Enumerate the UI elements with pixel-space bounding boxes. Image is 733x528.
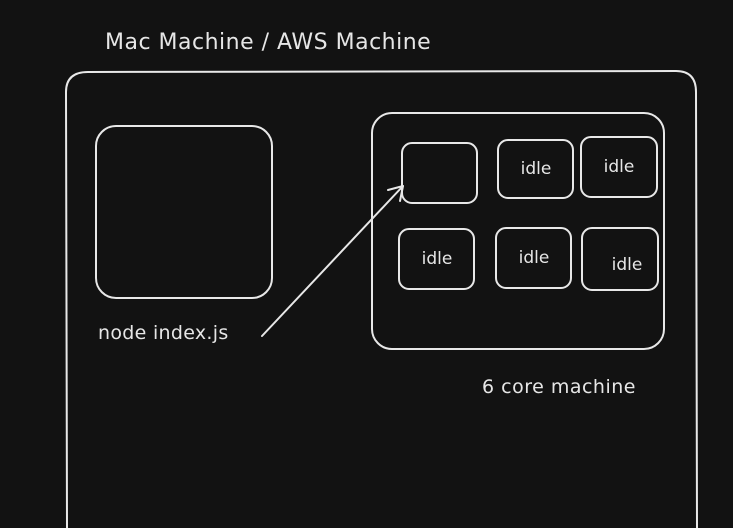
process-box (95, 125, 273, 299)
diagram-title: Mac Machine / AWS Machine (105, 30, 431, 55)
cpu-container (371, 112, 665, 350)
core-box-idle (580, 136, 658, 198)
core-box-active (401, 142, 478, 204)
core-box-idle (495, 227, 572, 289)
core-label: idle (422, 249, 453, 269)
core-label: idle (612, 255, 643, 275)
core-label: idle (604, 157, 635, 177)
assignment-arrow (261, 185, 404, 337)
core-box-idle (581, 227, 659, 291)
core-label: idle (521, 159, 552, 179)
core-box-idle (398, 228, 475, 290)
arrow-head (387, 185, 404, 202)
core-box-idle (497, 139, 574, 199)
process-command-label: node index.js (98, 322, 229, 344)
cpu-caption: 6 core machine (482, 376, 636, 398)
machine-box (65, 70, 698, 528)
core-label: idle (519, 248, 550, 268)
